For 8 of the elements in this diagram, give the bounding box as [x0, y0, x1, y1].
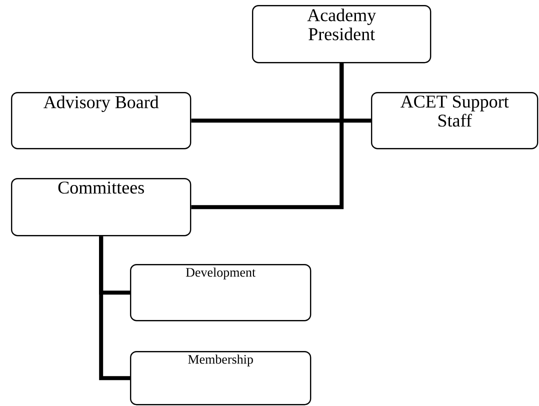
org-box: ACET Support Staff: [371, 92, 538, 150]
org-box: Membership: [130, 350, 312, 406]
connector-line: [191, 63, 344, 210]
org-box: Academy President: [252, 5, 432, 64]
org-box: Development: [130, 264, 312, 322]
org-box: Committees: [11, 178, 192, 236]
connector-line: [99, 236, 130, 380]
org-box: Advisory Board: [11, 92, 192, 150]
